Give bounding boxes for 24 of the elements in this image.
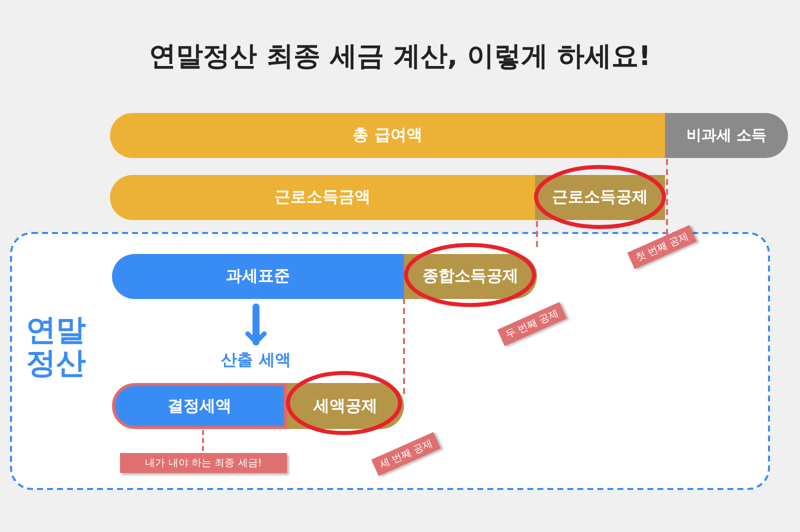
note-text: 내가 내야 하는 최종 세금!: [145, 457, 262, 470]
dashed-region: [10, 232, 770, 490]
note-tag: [120, 453, 287, 473]
bar-label: 근로소득금액: [274, 187, 370, 208]
edge-label: 산출 세액: [220, 350, 292, 371]
exempt-income-bar: [665, 113, 788, 158]
region-title: 연말정산: [26, 314, 86, 380]
title: 연말정산 최종 세금 계산, 이렇게 하세요!: [148, 40, 652, 74]
arrow: [245, 304, 267, 346]
leader-line: [202, 427, 204, 451]
deduction-bar: [535, 175, 665, 220]
bar-label: 결정세액: [168, 396, 232, 416]
deduction-bar: [287, 383, 404, 429]
income-bar: [110, 175, 535, 220]
income-bar: [110, 113, 665, 158]
bar-label: 총 급여액: [352, 125, 422, 146]
bar-label: 세액공제: [314, 396, 378, 416]
bar-label: 종합소득공제: [422, 266, 518, 287]
tax-base-bar: [112, 254, 404, 299]
bar-label: 과세표준: [226, 266, 290, 287]
deduction-bar: [404, 254, 537, 299]
final-tax-bar: [112, 383, 287, 429]
bar-label: 비과세 소득: [686, 126, 767, 145]
bar-label: 근로소득공제: [552, 187, 648, 208]
